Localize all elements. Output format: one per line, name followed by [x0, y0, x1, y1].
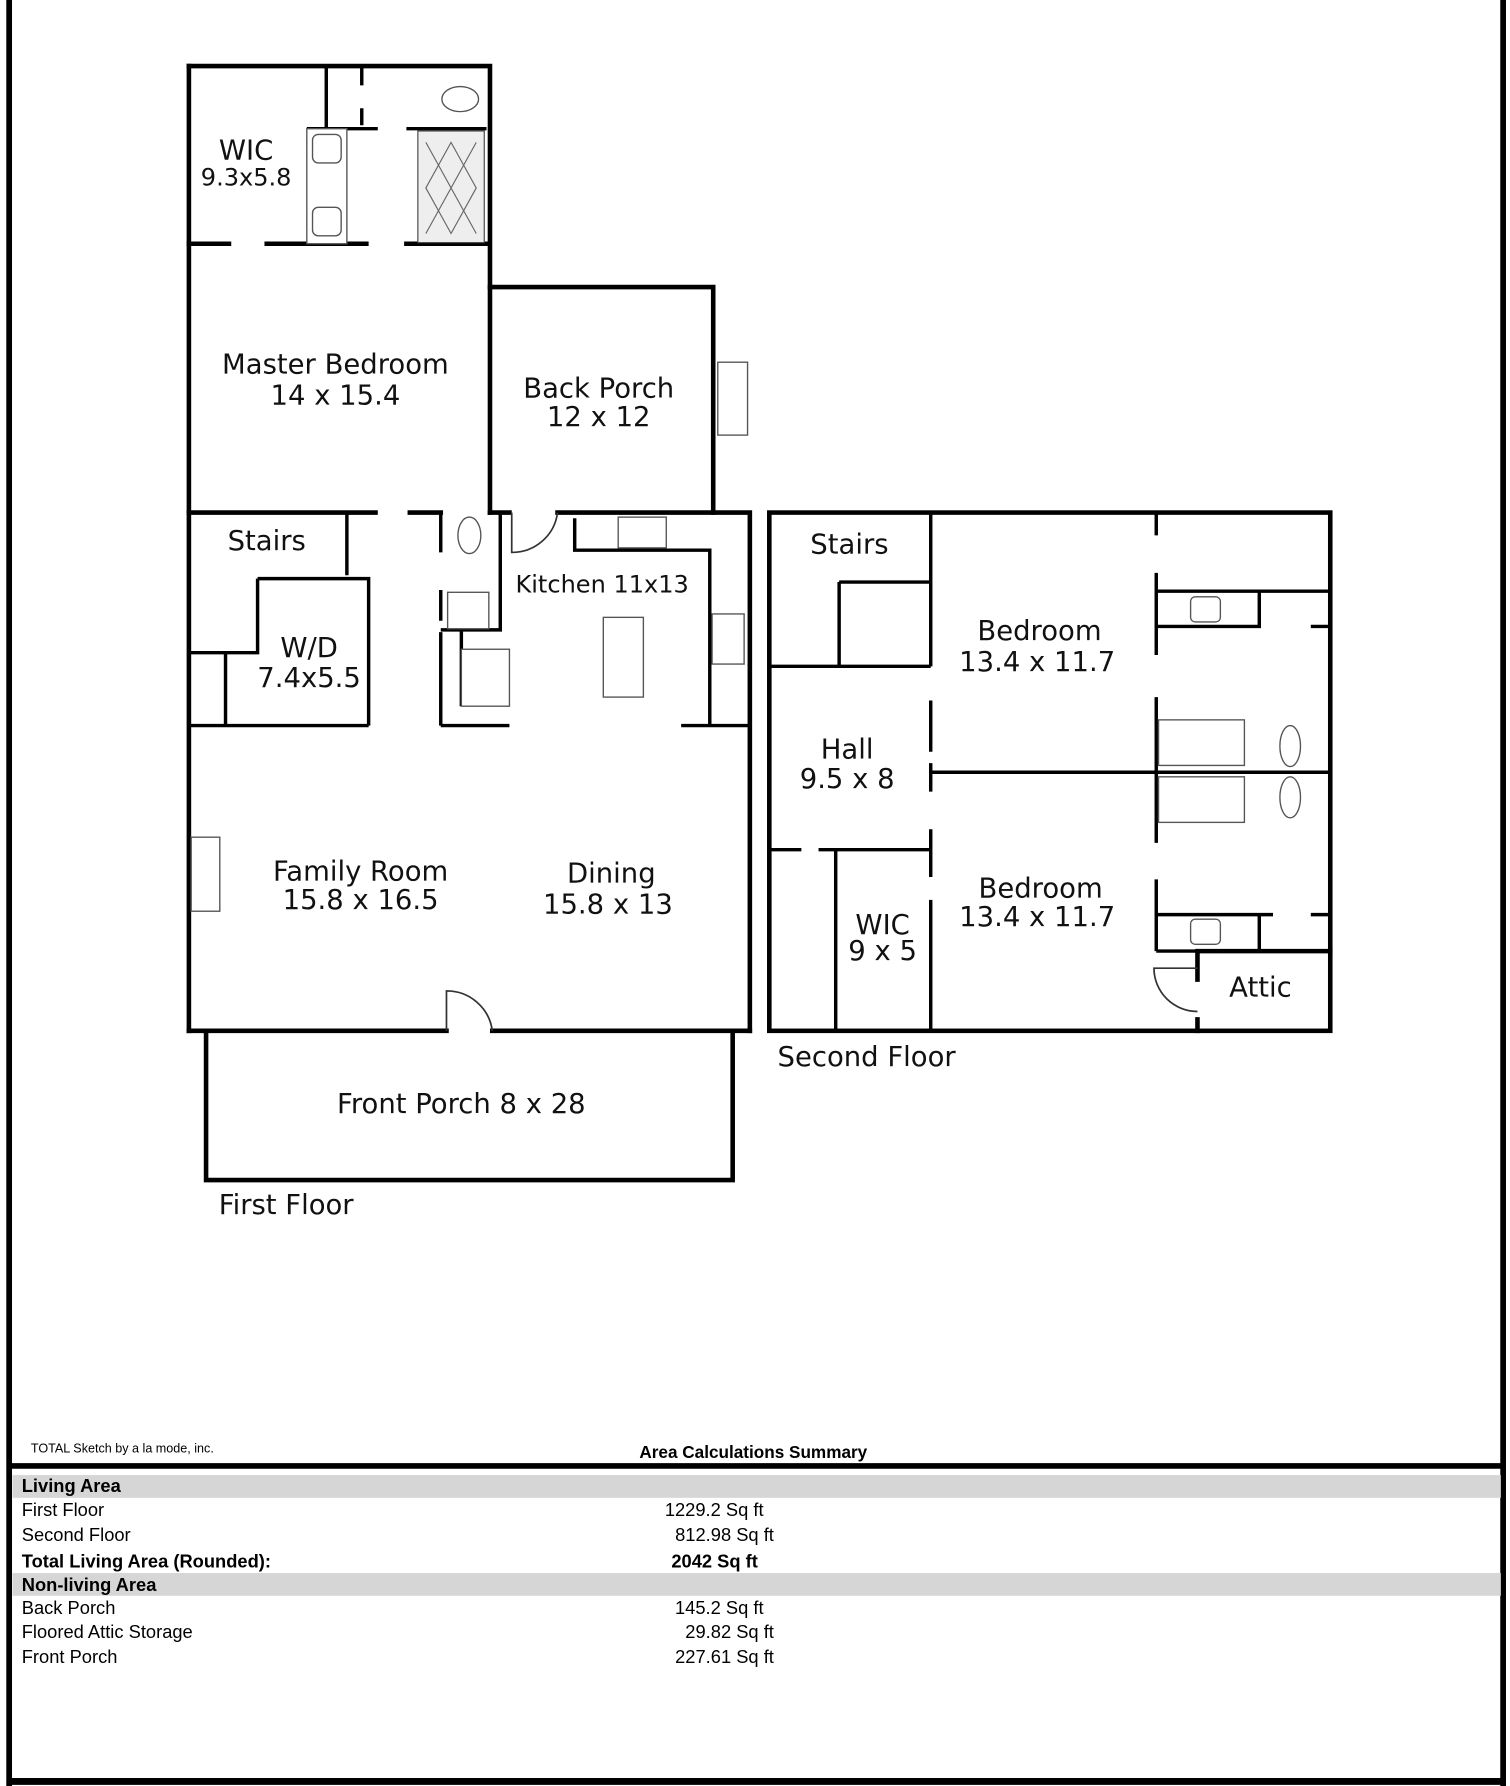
room-name: WIC — [219, 136, 273, 167]
floor-label: First Floor — [219, 1190, 355, 1221]
room-size: 7.4x5.5 — [257, 663, 361, 694]
living-area-header: Living Area — [22, 1475, 122, 1496]
table-row: Second Floor 812.98 Sq ft — [22, 1524, 774, 1545]
row-value: 1229.2 Sq ft — [665, 1499, 764, 1520]
sink-icon — [311, 133, 342, 164]
row-label: Second Floor — [22, 1524, 131, 1545]
room-name: Bedroom — [977, 616, 1101, 647]
total-row: Total Living Area (Rounded): 2042 Sq ft — [22, 1550, 758, 1571]
sink-icon — [446, 591, 490, 630]
room-size: 9.3x5.8 — [201, 164, 292, 192]
room-labels: Stairs Bedroom 13.4 x 11.7 Hall 9.5 x 8 … — [778, 530, 1292, 1073]
non-living-area-header: Non-living Area — [22, 1574, 157, 1595]
room-name: WIC — [855, 910, 909, 941]
kitchen-sink-icon — [711, 613, 745, 665]
room-size: 9 x 5 — [848, 936, 917, 967]
room-labels: WIC 9.3x5.8 Master Bedroom 14 x 15.4 Bac… — [201, 136, 689, 1222]
row-value: 29.82 Sq ft — [685, 1621, 774, 1642]
appliance-icon — [460, 648, 511, 707]
room-size: 15.8 x 16.5 — [283, 885, 439, 916]
grill-icon — [717, 361, 749, 436]
row-label: Back Porch — [22, 1597, 116, 1618]
total-value: 2042 Sq ft — [671, 1550, 758, 1571]
fireplace-icon — [190, 836, 221, 912]
table-row: First Floor 1229.2 Sq ft — [22, 1499, 764, 1520]
stove-icon — [617, 516, 667, 549]
room-name: Attic — [1229, 973, 1292, 1004]
page-border — [6, 0, 1506, 1786]
room-name: Dining — [567, 859, 656, 890]
toilet-icon — [1279, 724, 1302, 768]
bathtub-icon — [1157, 776, 1246, 824]
room-name: Family Room — [273, 857, 448, 888]
room-size: 14 x 15.4 — [271, 380, 401, 411]
summary-title: Area Calculations Summary — [639, 1443, 867, 1462]
room-size: 12 x 12 — [547, 402, 651, 433]
toilet-icon — [1279, 776, 1302, 819]
row-value: 227.61 Sq ft — [675, 1646, 774, 1667]
area-summary: TOTAL Sketch by a la mode, inc. Area Cal… — [9, 1441, 1504, 1667]
room-name: Bedroom — [979, 874, 1103, 905]
door-swing — [510, 512, 559, 554]
row-value: 145.2 Sq ft — [675, 1597, 764, 1618]
room-size: 13.4 x 11.7 — [959, 902, 1115, 933]
room-size: 13.4 x 11.7 — [959, 647, 1115, 678]
front-door[interactable] — [445, 990, 494, 1031]
sink-icon — [1189, 918, 1222, 945]
toilet-icon — [457, 516, 482, 555]
sink-icon — [1189, 596, 1222, 623]
room-size: 15.8 x 13 — [543, 890, 673, 921]
room-name: Stairs — [228, 526, 306, 557]
row-value: 812.98 Sq ft — [675, 1524, 774, 1545]
room-name: Front Porch 8 x 28 — [337, 1089, 586, 1120]
floor-label: Second Floor — [778, 1042, 957, 1073]
credit-text: TOTAL Sketch by a la mode, inc. — [31, 1441, 214, 1455]
fixtures — [190, 85, 749, 912]
total-label: Total Living Area (Rounded): — [22, 1550, 271, 1571]
room-name: Stairs — [810, 530, 888, 561]
section-header-bg — [12, 1475, 1501, 1498]
table-row: Floored Attic Storage 29.82 Sq ft — [22, 1621, 774, 1642]
second-floor-plan: Stairs Bedroom 13.4 x 11.7 Hall 9.5 x 8 … — [767, 510, 1333, 1073]
first-floor-plan: WIC 9.3x5.8 Master Bedroom 14 x 15.4 Bac… — [186, 63, 753, 1222]
section-header-bg — [12, 1573, 1501, 1596]
fixtures — [1157, 596, 1302, 945]
sink-icon — [311, 206, 342, 237]
room-name: Hall — [821, 735, 874, 766]
attic-door[interactable] — [1153, 967, 1198, 1013]
room-name: Back Porch — [523, 374, 674, 405]
row-label: First Floor — [22, 1499, 104, 1520]
table-row: Front Porch 227.61 Sq ft — [22, 1646, 774, 1667]
room-size: 9.5 x 8 — [800, 764, 895, 795]
room-name: Kitchen 11x13 — [516, 570, 689, 598]
row-label: Front Porch — [22, 1646, 118, 1667]
walls — [767, 510, 1333, 1034]
kitchen-island — [602, 616, 645, 698]
toilet-icon — [441, 85, 480, 113]
walls — [186, 63, 753, 1183]
room-name: Master Bedroom — [222, 350, 449, 381]
row-label: Floored Attic Storage — [22, 1621, 193, 1642]
bathtub-icon — [1157, 719, 1246, 767]
table-row: Back Porch 145.2 Sq ft — [22, 1597, 764, 1618]
room-name: W/D — [280, 633, 338, 664]
